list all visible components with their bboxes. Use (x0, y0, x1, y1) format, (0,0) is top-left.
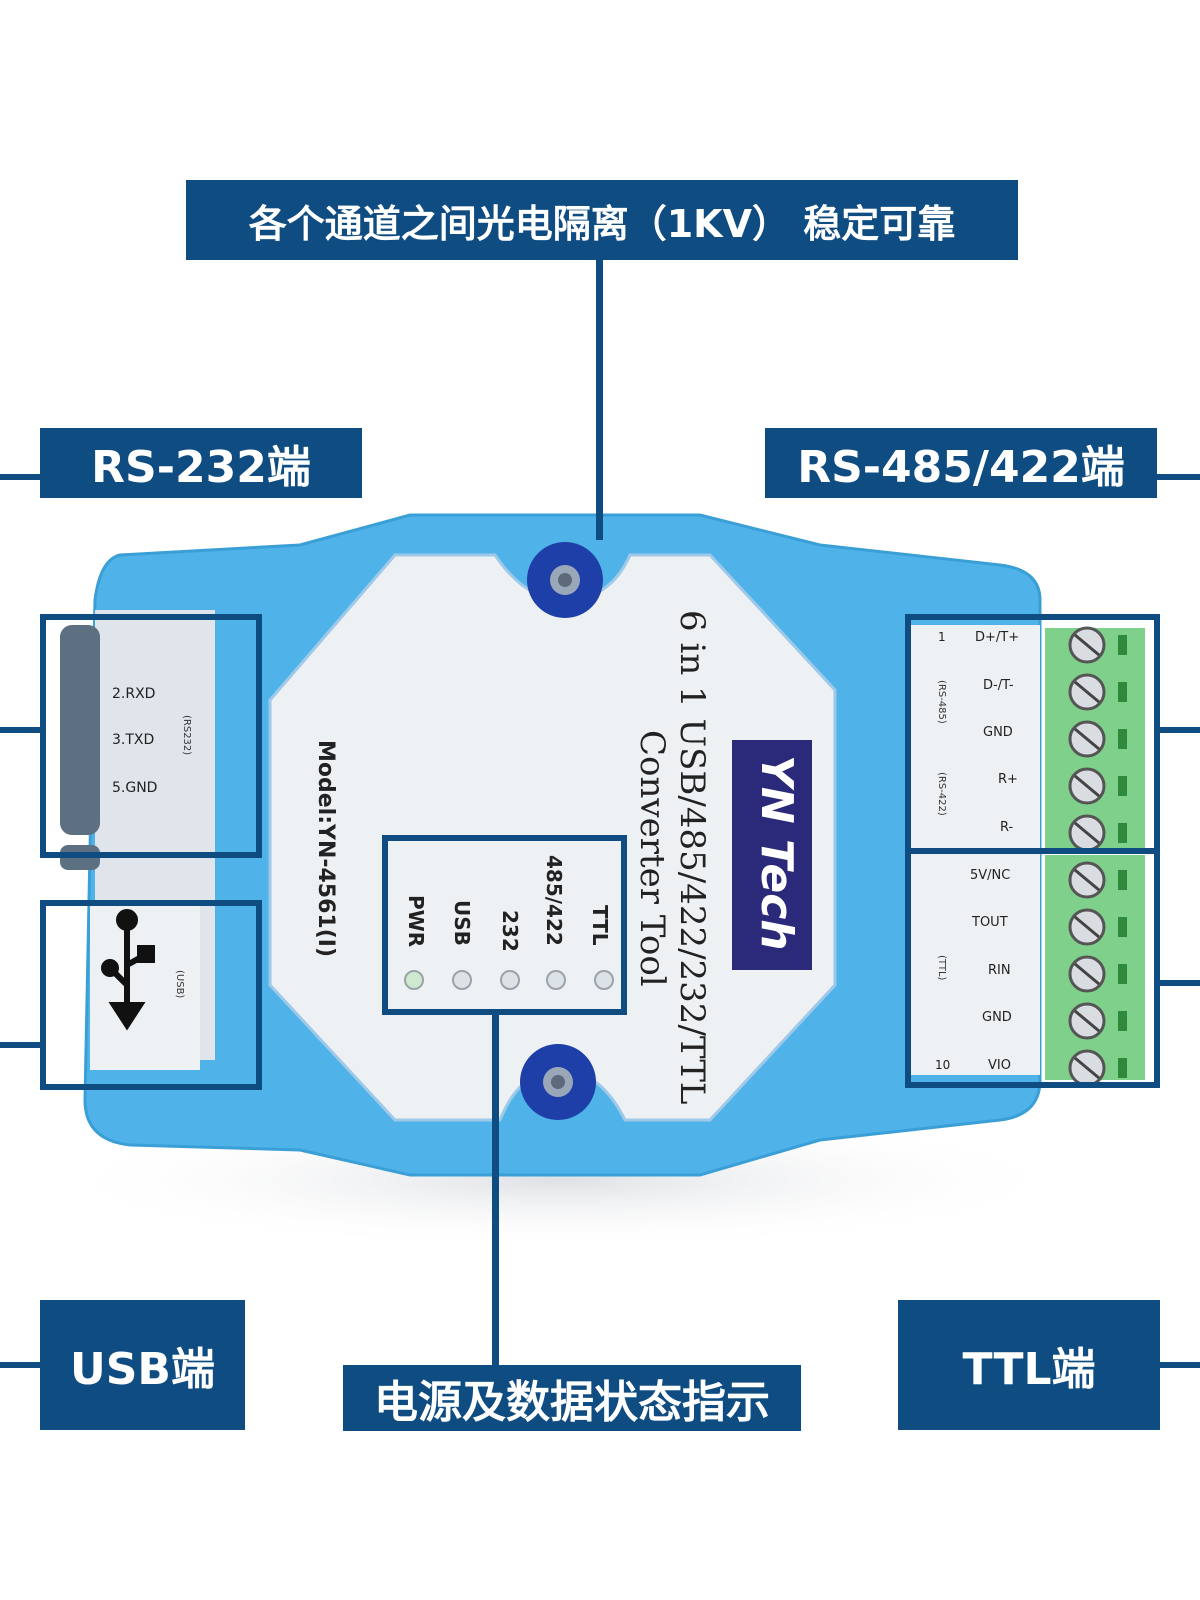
led-indicator-icon (452, 970, 472, 990)
terminal-screw-icon (1068, 767, 1127, 805)
rs232-tag: (RS232) (181, 715, 192, 756)
rs485-title-leader (1150, 474, 1200, 480)
ttl-title-leader (1155, 1362, 1200, 1368)
isolation-text: 各个通道之间光电隔离（1KV） 稳定可靠 (248, 201, 956, 246)
terminal-pin-2: D-/T- (983, 678, 1014, 693)
db9-pin-txd: 3.TXD (112, 732, 155, 748)
terminal-pin-7: TOUT (972, 915, 1008, 930)
terminal-screw-icon (1068, 955, 1127, 993)
top-screw-icon (527, 542, 603, 618)
terminal-pin-8: RIN (988, 963, 1011, 978)
usb-frame (40, 900, 262, 1090)
isolation-leader (596, 255, 603, 540)
rs485-callout-text: RS-485/422端 (797, 442, 1125, 493)
rs485-callout: RS-485/422端 (765, 428, 1157, 498)
led-indicator-icon (500, 970, 520, 990)
terminal-number-first: 1 (938, 630, 946, 644)
usb-port-area (90, 900, 200, 1070)
rs485-leader (1158, 727, 1200, 733)
terminal-screw-icon (1068, 1049, 1127, 1087)
usb-leader (0, 1042, 42, 1048)
ttl-callout: TTL端 (898, 1300, 1160, 1430)
rs422-tag: (RS-422) (936, 772, 947, 816)
terminal-number-last: 10 (935, 1058, 951, 1072)
model-label: Model:YN-4561(I) (313, 740, 338, 958)
brand-logo: YN Tech (751, 755, 802, 951)
usb-callout-text: USB端 (70, 1344, 215, 1395)
brand-block (732, 740, 812, 970)
led-indicator-icon (594, 970, 614, 990)
terminal-pin-4: R+ (998, 772, 1018, 787)
status-leader (492, 1012, 499, 1367)
terminal-screw-icon (1068, 814, 1127, 852)
status-callout-text: 电源及数据状态指示 (374, 1377, 770, 1428)
usb-tag: (USB) (174, 970, 185, 999)
status-frame (382, 835, 627, 1015)
ttl-callout-text: TTL端 (962, 1344, 1096, 1395)
db9-connector (60, 625, 100, 835)
rs232-callout-text: RS-232端 (91, 442, 311, 493)
led-label-usb: USB (450, 900, 474, 946)
usb-title-leader (0, 1362, 42, 1368)
led-label-ttl: TTL (588, 905, 612, 946)
db9-pin-rxd: 2.RXD (112, 686, 156, 702)
rs232-callout: RS-232端 (40, 428, 362, 498)
usb-callout: USB端 (40, 1300, 245, 1430)
rs232-leader (0, 727, 42, 733)
terminal-pin-6: 5V/NC (970, 868, 1011, 883)
status-callout: 电源及数据状态指示 (343, 1365, 801, 1431)
terminal-pin-5: R- (1000, 820, 1014, 835)
led-indicator-icon (404, 970, 424, 990)
rs232-frame (40, 614, 262, 858)
bottom-screw-icon (520, 1044, 596, 1120)
isolation-callout: 各个通道之间光电隔离（1KV） 稳定可靠 (186, 180, 1018, 260)
usb-icon (101, 909, 155, 1031)
ttl-tag: (TTL) (936, 955, 947, 981)
rs485-tag: (RS-485) (936, 680, 947, 724)
device-title: 6 in 1 USB/485/422/232/TTL (672, 610, 712, 1105)
led-label-232: 232 (498, 910, 522, 952)
terminal-screw-icon (1068, 720, 1127, 758)
rs485-frame (905, 614, 1160, 854)
terminal-pin-10: VIO (988, 1058, 1011, 1073)
terminal-screw-icon (1068, 861, 1127, 899)
ttl-frame (905, 848, 1160, 1088)
db9-pin-gnd: 5.GND (112, 780, 158, 796)
led-label-pwr: PWR (404, 895, 428, 948)
terminal-screw-icon (1068, 673, 1127, 711)
led-label-485: 485/422 (542, 855, 566, 946)
terminal-pin-3: GND (983, 725, 1013, 740)
rs232-title-leader (0, 474, 42, 480)
led-indicator-icon (546, 970, 566, 990)
device-subtitle: Converter Tool (632, 730, 672, 987)
terminal-screw-icon (1068, 1002, 1127, 1040)
ttl-leader (1158, 980, 1200, 986)
terminal-screw-icon (1068, 626, 1127, 664)
terminal-screw-icon (1068, 908, 1127, 946)
terminal-pin-1: D+/T+ (975, 630, 1020, 645)
terminal-pin-9: GND (982, 1010, 1012, 1025)
